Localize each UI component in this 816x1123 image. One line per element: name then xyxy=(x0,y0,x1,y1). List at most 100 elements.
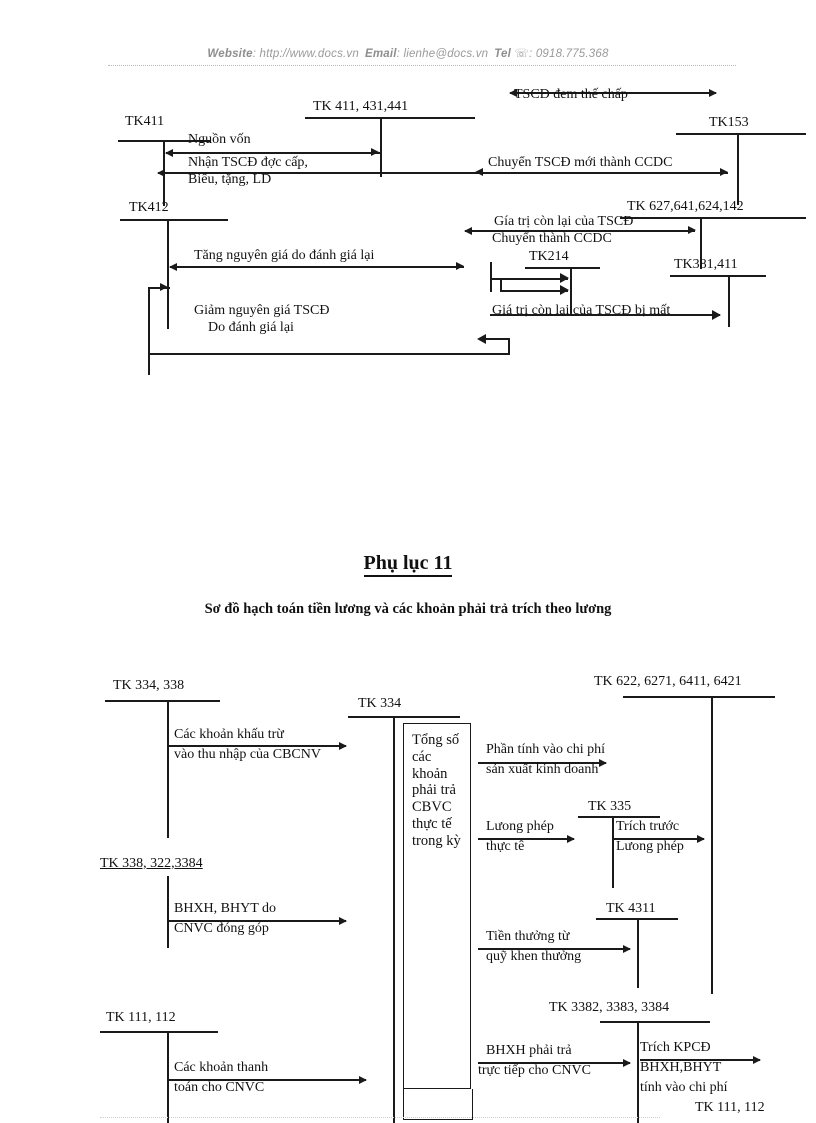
flow-label-tang-nguyen-gia: Tăng nguyên giá do đánh giá lại xyxy=(194,248,375,263)
account-label-tk3382: TK 3382, 3383, 3384 xyxy=(549,1000,670,1015)
flow-label-trich-kpcd-l2: BHXH,BHYT xyxy=(640,1060,722,1075)
flow-label-trich-truoc-l1: Trích trước xyxy=(616,819,680,834)
arrowhead-right-tang-nguyen-gia xyxy=(456,262,464,270)
flow-arrow-tien-thuong xyxy=(478,948,630,950)
account-label-tk334-338: TK 334, 338 xyxy=(113,678,185,693)
account-stem-tk622 xyxy=(711,696,713,994)
flow-arrow-cac-khoan-khau-tru xyxy=(168,745,346,747)
return-loop-hbar xyxy=(148,353,510,355)
flow-label-tscd-the-chap: TSCĐ đem thế chấp xyxy=(514,87,628,102)
flow-label-bhxh-phai-tra-l1: BHXH phải trả xyxy=(486,1043,572,1058)
account-stem-tk334-338 xyxy=(167,700,169,838)
appendix-title-text: Phụ lục 11 xyxy=(363,552,453,577)
flow-label-trich-kpcd-l3: tính vào chi phí xyxy=(640,1080,728,1095)
account-stem-tk334 xyxy=(393,716,395,1123)
flow-arrow-luong-phep-thuc-te xyxy=(478,838,574,840)
account-bar-tk153 xyxy=(676,133,806,135)
return-loop-vline-right xyxy=(508,338,510,354)
flow-label-trich-truoc-l2: Lưong phép xyxy=(616,839,684,854)
flow-arrow-trich-truoc xyxy=(614,838,704,840)
arrowhead-right-into-tk412 xyxy=(160,283,168,291)
flow-label-trich-kpcd-l1: Trích KPCĐ xyxy=(640,1040,711,1055)
account-label-tk334: TK 334 xyxy=(358,696,402,711)
flow-label-thanh-toan-l2: toán cho CNVC xyxy=(174,1080,265,1095)
account-label-tk335: TK 335 xyxy=(588,799,632,814)
arrowhead-right-gia-tri-con-lai xyxy=(688,226,696,234)
account-label-tk411: TK411 xyxy=(125,114,165,129)
account-bar-tk111-112-left xyxy=(100,1031,218,1033)
flow-arrow-nhan-tscd xyxy=(158,172,728,174)
flow-arrow-gia-tri-con-lai xyxy=(465,230,695,232)
flow-label-bhxh-dong-gop-l2: CNVC đóng góp xyxy=(174,921,269,936)
arrowhead-right-tscd-bi-mat xyxy=(712,310,721,320)
flow-arrow-tscd-the-chap xyxy=(510,92,716,94)
account-bar-tk412 xyxy=(120,219,228,221)
arrowhead-left-chuyen-ccdc xyxy=(475,168,483,176)
account-label-tk4311: TK 4311 xyxy=(606,901,656,916)
account-stem-tk214 xyxy=(570,267,572,315)
page-header: Website: http://www.docs.vn Email: lienhe… xyxy=(0,46,816,60)
flow-arrow-bhxh-phai-tra xyxy=(478,1062,630,1064)
flow-label-nhan-tscd-l2: Biếu, tặng, LD xyxy=(188,172,272,187)
flow-label-bhxh-phai-tra-l2: trực tiếp cho CNVC xyxy=(478,1063,591,1078)
flow-label-phan-tinh-l1: Phần tính vào chi phí xyxy=(486,742,605,757)
flow-label-phan-tinh-l2: sản xuất kinh doanh xyxy=(486,762,599,777)
flow-label-chuyen-tscd-ccdc: Chuyển TSCĐ mới thành CCDC xyxy=(488,155,673,170)
flow-arrow-phan-tinh-vao-chi-phi xyxy=(478,762,606,764)
header-website-url: : http://www.docs.vn xyxy=(252,48,359,60)
flow-arrow-trich-kpcd xyxy=(640,1059,760,1061)
account-label-tk111-112-left: TK 111, 112 xyxy=(106,1010,176,1025)
hook-hbar-tk214-in-a xyxy=(490,278,568,280)
account-label-tk338-322-3384: TK 338, 322,3384 xyxy=(100,856,203,871)
account-bar-tk3382 xyxy=(600,1021,710,1023)
account-stem-tk627 xyxy=(700,217,702,269)
header-website-label: Website xyxy=(207,48,253,60)
header-tel-value: : 0918.775.368 xyxy=(529,48,609,60)
flow-arrow-cac-khoan-thanh-toan xyxy=(168,1079,366,1081)
account-label-tk111-112-right: TK 111, 112 xyxy=(695,1100,765,1115)
flow-arrow-tang-nguyen-gia xyxy=(170,266,464,268)
flow-label-gia-tri-con-lai-l2: Chuyển thành CCDC xyxy=(492,231,612,246)
account-bar-tk334 xyxy=(348,716,460,718)
account-bar-tk334-338 xyxy=(105,700,220,702)
account-stem-tk3382 xyxy=(637,1021,639,1123)
flow-arrow-bhxh-bhyt-dong-gop xyxy=(168,920,346,922)
return-loop-hbar-tip xyxy=(482,338,510,340)
appendix-title: Phụ lục 11 xyxy=(0,552,816,577)
account-label-tk412: TK412 xyxy=(129,200,169,215)
account-stem-tk335 xyxy=(612,816,614,888)
header-email-value: : lienhe@docs.vn xyxy=(396,48,489,60)
account-stem-tk153 xyxy=(737,133,739,205)
hook-hbar-tk214-in-b xyxy=(500,290,568,292)
flow-label-nhan-tscd-l1: Nhận TSCĐ đợc cấp, xyxy=(188,155,308,170)
account-label-tk411-431-441: TK 411, 431,441 xyxy=(313,99,409,114)
return-loop-vline-tail xyxy=(148,353,150,375)
flow-label-cac-khoan-khau-tru-l2: vào thu nhập của CBCNV xyxy=(174,747,321,762)
footer-rule xyxy=(100,1117,660,1118)
flow-label-thanh-toan-l1: Các khoản thanh xyxy=(174,1060,269,1075)
account-label-tk622: TK 622, 6271, 6411, 6421 xyxy=(594,674,742,689)
center-box-tail xyxy=(403,1089,473,1120)
header-rule xyxy=(108,65,736,66)
account-bar-tk214 xyxy=(525,267,600,269)
flow-label-giam-nguyen-gia-l2: Do đánh giá lại xyxy=(208,320,294,335)
arrowhead-left-return-loop xyxy=(477,334,486,344)
account-bar-tk627 xyxy=(620,217,806,219)
account-stem-tk4311 xyxy=(637,918,639,988)
flow-label-tien-thuong-l2: quỹ khen thưởng xyxy=(486,949,582,964)
account-bar-tk622 xyxy=(623,696,775,698)
flow-label-tscd-bi-mat: Giá trị còn lại của TSCĐ bị mất xyxy=(492,303,671,318)
hook-vline-tk214-in xyxy=(490,262,492,292)
flow-label-giam-nguyen-gia-l1: Giảm nguyên giá TSCĐ xyxy=(194,303,330,318)
flow-label-luong-phep-l1: Lưong phép xyxy=(486,819,554,834)
flow-arrow-nguon-von xyxy=(166,152,378,154)
return-loop-hbar-into-tk412 xyxy=(148,287,170,289)
header-email-label: Email xyxy=(364,48,397,60)
account-label-tk381-411: TK381,411 xyxy=(674,257,738,272)
telephone-icon: ☏ xyxy=(514,48,530,60)
center-box-tong-so-khoan-phai-tra: Tổng số các khoản phải trả CBVC thực tế … xyxy=(403,723,471,1089)
arrowhead-right-hook-b xyxy=(560,285,569,295)
appendix-subtitle: Sơ đồ hạch toán tiền lương và các khoản … xyxy=(204,601,612,617)
arrowhead-right-nhan-tscd xyxy=(720,168,728,176)
